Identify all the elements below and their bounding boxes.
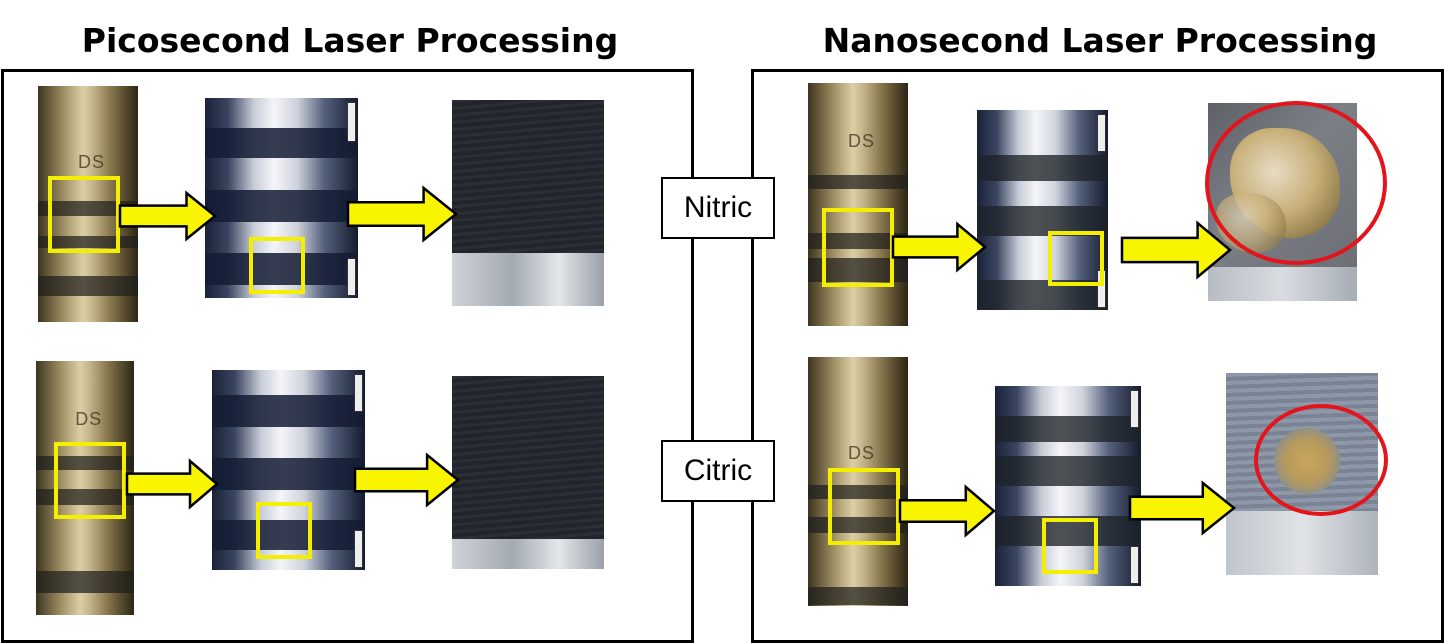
nitric-label: Nitric (661, 177, 775, 239)
pico-nitric-micrograph (205, 98, 358, 298)
nano-nitric-rod-photo: DS (808, 83, 908, 326)
picosecond-title: Picosecond Laser Processing (81, 21, 619, 60)
pico-nitric-closeup (452, 100, 604, 306)
pico-citric-micrograph (212, 370, 365, 570)
pico-citric-closeup (452, 376, 604, 569)
nano-nitric-micro-highlight (1048, 231, 1104, 286)
nanosecond-title: Nanosecond Laser Processing (822, 21, 1378, 60)
nano-citric-micrograph (995, 386, 1141, 586)
nano-nitric-rod-highlight (822, 208, 894, 287)
nano-nitric-highlight-circle (1205, 101, 1387, 265)
pico-nitric-micro-highlight (249, 237, 305, 294)
nano-citric-highlight-circle (1254, 404, 1388, 516)
nano-citric-rod-photo: DS (808, 357, 908, 606)
rod-etch-text: DS (75, 409, 103, 429)
pico-citric-micro-highlight (256, 502, 312, 559)
nano-nitric-micrograph (977, 110, 1108, 310)
nano-citric-rod-highlight (828, 468, 900, 545)
rod-etch-text: DS (848, 131, 876, 151)
nano-citric-micro-highlight (1042, 518, 1098, 574)
rod-etch-text: DS (78, 152, 106, 172)
rod-etch-text: DS (848, 443, 876, 463)
pico-citric-rod-highlight (54, 442, 126, 519)
citric-label: Citric (661, 440, 775, 502)
pico-nitric-rod-highlight (48, 176, 120, 253)
pico-citric-rod-photo: DS (36, 361, 134, 615)
